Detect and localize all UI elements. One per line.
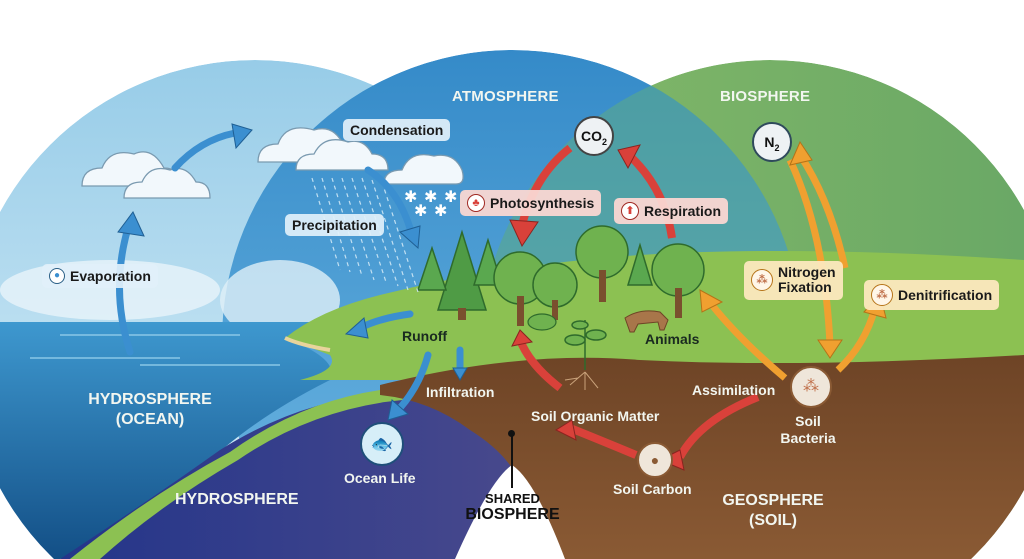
respiration-label: ⬆ Respiration (614, 198, 729, 224)
nitrogen-fixation-line2: Fixation (778, 279, 832, 296)
shared-line2: BIOSPHERE (465, 506, 560, 523)
photosynthesis-label: ♣ Photosynthesis (460, 190, 602, 216)
hydrosphere-ocean-title: HYDROSPHERE (OCEAN) (80, 392, 220, 428)
respiration-text: Respiration (644, 203, 722, 219)
ocean-life-icon: 🐟 (360, 422, 404, 466)
evaporation-label: ● Evaporation (42, 264, 158, 288)
ocean-life-label: Ocean Life (344, 470, 416, 486)
geosphere-line1: GEOSPHERE (722, 492, 824, 509)
n2-node: N2 (752, 122, 792, 162)
n2-subscript: 2 (774, 142, 780, 153)
shared-biosphere-dot (508, 430, 515, 437)
soil-bacteria-line2: Bacteria (780, 430, 836, 446)
precipitation-label: Precipitation (285, 214, 384, 236)
up-arrow-icon: ⬆ (621, 202, 639, 220)
runoff-label: Runoff (402, 328, 448, 344)
nitrogen-fixation-line1: Nitrogen (778, 264, 836, 280)
water-arrows (116, 129, 464, 412)
svg-text:✱: ✱ (404, 189, 417, 206)
soil-organic-matter-label: Soil Organic Matter (531, 408, 660, 424)
co2-subscript: 2 (601, 136, 607, 147)
photosynthesis-text: Photosynthesis (490, 195, 595, 211)
hydrosphere-title: HYDROSPHERE (175, 491, 299, 508)
svg-text:✱: ✱ (414, 203, 427, 220)
nitrogen-fixation-label: ⁂ Nitrogen Fixation (744, 261, 843, 300)
geosphere-line2: (SOIL) (749, 512, 797, 529)
geosphere-title: GEOSPHERE (SOIL) (718, 493, 828, 529)
co2-text: CO (580, 128, 602, 144)
evaporation-text: Evaporation (70, 268, 151, 284)
water-drop-icon: ● (49, 268, 65, 284)
clouds (81, 127, 464, 199)
assimilation-label: Assimilation (692, 382, 776, 398)
hydrosphere-ocean-line1: HYDROSPHERE (88, 391, 212, 408)
n2-text: N (764, 134, 775, 150)
shared-biosphere-pointer (511, 433, 513, 488)
bacteria-icon: ⁂ (871, 284, 893, 306)
animals-label: Animals (645, 331, 700, 347)
infiltration-label: Infiltration (426, 384, 495, 400)
leaf-icon: ♣ (467, 194, 485, 212)
denitrification-label: ⁂ Denitrification (864, 280, 1000, 310)
svg-text:✱: ✱ (444, 189, 457, 206)
atmosphere-title: ATMOSPHERE (452, 88, 559, 105)
soil-carbon-icon: ● (637, 442, 673, 478)
svg-text:✱: ✱ (434, 203, 447, 220)
denitrification-text: Denitrification (898, 287, 993, 303)
snow-icon: ✱✱✱ ✱✱ (404, 189, 457, 220)
biosphere-title: BIOSPHERE (720, 88, 811, 105)
shared-biosphere-label: SHARED BIOSPHERE (460, 492, 565, 523)
forest-trees (416, 225, 705, 390)
condensation-label: Condensation (343, 119, 451, 141)
soil-carbon-label: Soil Carbon (613, 481, 692, 497)
soil-bacteria-icon: ⁂ (790, 366, 832, 408)
co2-node: CO2 (574, 116, 614, 156)
hydrosphere-ocean-line2: (OCEAN) (115, 411, 185, 428)
soil-bacteria-label: Soil Bacteria (778, 414, 838, 445)
shared-line1: SHARED (485, 491, 540, 506)
soil-bacteria-line1: Soil (795, 413, 821, 429)
bacteria-icon: ⁂ (751, 269, 773, 292)
svg-text:✱: ✱ (424, 189, 437, 206)
